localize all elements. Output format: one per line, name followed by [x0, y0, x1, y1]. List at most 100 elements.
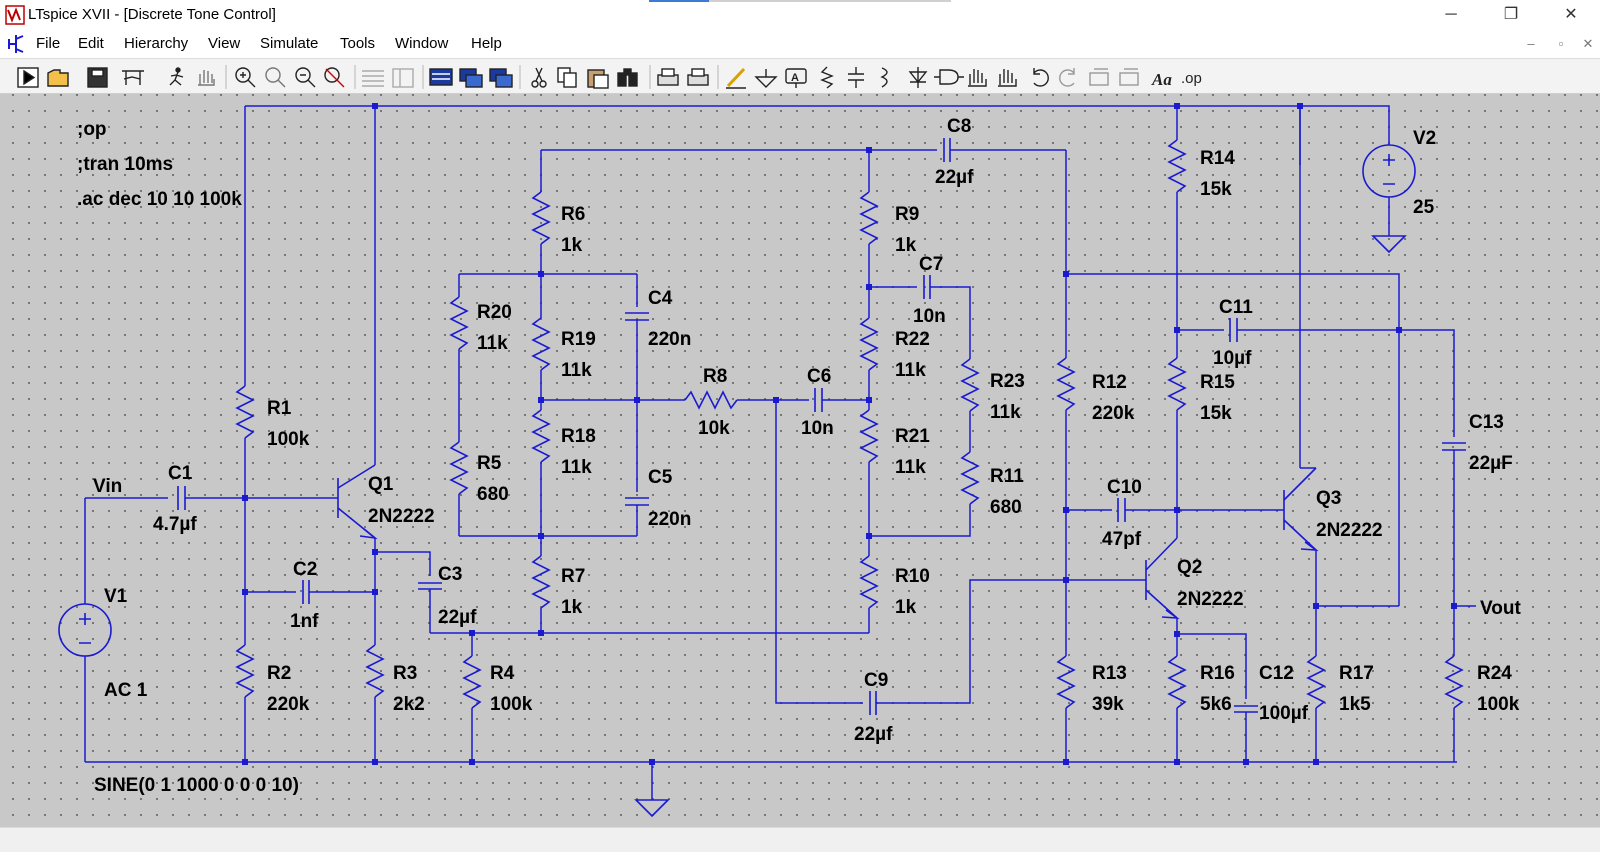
spice-directive-icon[interactable]: .op	[1181, 70, 1202, 87]
menu-hierarchy[interactable]: Hierarchy	[124, 35, 189, 52]
label-R23-name[interactable]: R23	[990, 371, 1025, 392]
menu-view[interactable]: View	[208, 35, 241, 52]
find-icon[interactable]	[617, 68, 638, 87]
tile-vertical-icon[interactable]	[392, 68, 414, 88]
close-button[interactable]: ✕	[1564, 6, 1578, 23]
label-R15-value[interactable]: 15k	[1200, 403, 1232, 424]
label-R10-name[interactable]: R10	[895, 566, 930, 587]
label-R5-name[interactable]: R5	[477, 453, 502, 474]
spice-directive-ac[interactable]: .ac dec 10 10 100k	[77, 189, 242, 210]
menu-help[interactable]: Help	[471, 35, 502, 52]
label-R21-name[interactable]: R21	[895, 426, 930, 447]
close-windows-icon[interactable]	[429, 68, 453, 86]
label-R19-value[interactable]: 11k	[561, 360, 592, 381]
control-panel-icon[interactable]	[122, 70, 144, 85]
rotate-icon[interactable]	[1089, 68, 1109, 86]
label-R4-name[interactable]: R4	[490, 663, 515, 684]
label-C3-value[interactable]: 22µf	[438, 607, 477, 628]
label-C13-name[interactable]: C13	[1469, 412, 1504, 433]
label-R17-name[interactable]: R17	[1339, 663, 1374, 684]
label-R23-value[interactable]: 11k	[990, 402, 1021, 423]
label-R15-name[interactable]: R15	[1200, 372, 1235, 393]
label-R11-name[interactable]: R11	[990, 466, 1024, 487]
label-R19-name[interactable]: R19	[561, 329, 596, 350]
label-R4-value[interactable]: 100k	[490, 694, 533, 715]
mirror-icon[interactable]	[1119, 68, 1139, 86]
ltspice-app-icon[interactable]	[4, 4, 26, 26]
zoom-out-icon[interactable]	[295, 67, 316, 88]
label-C5-value[interactable]: 220n	[648, 509, 691, 530]
label-R18-value[interactable]: 11k	[561, 457, 592, 478]
label-R1-value[interactable]: 100k	[267, 429, 310, 450]
tile-horizontal-icon[interactable]	[362, 70, 384, 87]
run-icon[interactable]	[17, 67, 39, 88]
label-C11-value[interactable]: 10µf	[1213, 348, 1252, 369]
wire-icon[interactable]	[726, 67, 746, 89]
label-R9-name[interactable]: R9	[895, 204, 919, 225]
zoom-fit-icon[interactable]	[265, 67, 286, 88]
label-R7-value[interactable]: 1k	[561, 597, 583, 618]
label-V1-name[interactable]: V1	[104, 586, 128, 607]
label-C9-value[interactable]: 22µf	[854, 724, 893, 745]
schematic-document-icon[interactable]	[5, 33, 27, 55]
label-R22-name[interactable]: R22	[895, 329, 930, 350]
source-sine-spec[interactable]: SINE(0 1 1000 0 0 0 10)	[94, 775, 299, 796]
label-R17-value[interactable]: 1k5	[1339, 694, 1371, 715]
label-C4-name[interactable]: C4	[648, 288, 673, 309]
redo-icon[interactable]	[1059, 68, 1075, 87]
label-R20-value[interactable]: 11k	[477, 333, 508, 354]
label-R12-value[interactable]: 220k	[1092, 403, 1135, 424]
restore-button[interactable]: ❐	[1503, 6, 1519, 23]
cascade-icon[interactable]	[459, 68, 483, 88]
net-label-vout[interactable]: Vout	[1480, 598, 1521, 619]
label-R14-value[interactable]: 15k	[1200, 179, 1232, 200]
open-icon[interactable]	[47, 69, 69, 87]
label-R8-value[interactable]: 10k	[698, 418, 730, 439]
pan-icon[interactable]	[198, 70, 215, 86]
label-C1-name[interactable]: C1	[168, 463, 193, 484]
spice-directive-tran[interactable]: ;tran 10ms	[77, 154, 173, 175]
label-R21-value[interactable]: 11k	[895, 457, 926, 478]
label-C10-value[interactable]: 47pf	[1102, 529, 1142, 550]
label-R16-value[interactable]: 5k6	[1200, 694, 1232, 715]
cascade-all-icon[interactable]	[489, 68, 513, 88]
undo-icon[interactable]	[1033, 68, 1049, 87]
label-R2-name[interactable]: R2	[267, 663, 291, 684]
text-icon[interactable]: Aa	[1151, 70, 1172, 89]
label-R24-name[interactable]: R24	[1477, 663, 1512, 684]
label-C12-name[interactable]: C12	[1259, 663, 1294, 684]
menu-file[interactable]: File	[36, 35, 61, 52]
label-C9-name[interactable]: C9	[864, 670, 888, 691]
paste-icon[interactable]	[587, 69, 609, 89]
label-R13-value[interactable]: 39k	[1092, 694, 1124, 715]
menu-window[interactable]: Window	[395, 35, 449, 52]
mdi-minimize-button[interactable]: –	[1527, 36, 1535, 51]
label-R3-name[interactable]: R3	[393, 663, 417, 684]
label-R3-value[interactable]: 2k2	[393, 694, 425, 715]
label-Q3-name[interactable]: Q3	[1316, 488, 1341, 509]
schematic-canvas[interactable]: ;op ;tran 10ms .ac dec 10 10 100k SINE(0…	[0, 94, 1600, 827]
label-R13-name[interactable]: R13	[1092, 663, 1127, 684]
minimize-button[interactable]: ─	[1445, 6, 1457, 23]
print-icon[interactable]	[687, 68, 709, 86]
label-C6-name[interactable]: C6	[807, 366, 831, 387]
label-R5-value[interactable]: 680	[477, 484, 509, 505]
label-C6-value[interactable]: 10n	[801, 418, 834, 439]
label-R10-value[interactable]: 1k	[895, 597, 917, 618]
label-C13-value[interactable]: 22µF	[1469, 453, 1513, 474]
label-Q1-name[interactable]: Q1	[368, 474, 394, 495]
label-R1-name[interactable]: R1	[267, 398, 292, 419]
label-C12-value[interactable]: 100µf	[1259, 703, 1309, 724]
diode-icon[interactable]	[908, 67, 928, 88]
mdi-close-button[interactable]: ✕	[1582, 36, 1594, 51]
menu-tools[interactable]: Tools	[340, 35, 376, 52]
label-R6-value[interactable]: 1k	[561, 235, 583, 256]
label-C7-name[interactable]: C7	[919, 254, 943, 275]
label-R8-name[interactable]: R8	[703, 366, 727, 387]
net-label-vin[interactable]: Vin	[93, 476, 122, 497]
label-icon[interactable]: A	[785, 68, 807, 88]
label-Q2-value[interactable]: 2N2222	[1177, 589, 1244, 610]
label-C8-value[interactable]: 22µf	[935, 167, 974, 188]
label-Q2-name[interactable]: Q2	[1177, 557, 1202, 578]
label-V1-value[interactable]: AC 1	[104, 680, 148, 701]
